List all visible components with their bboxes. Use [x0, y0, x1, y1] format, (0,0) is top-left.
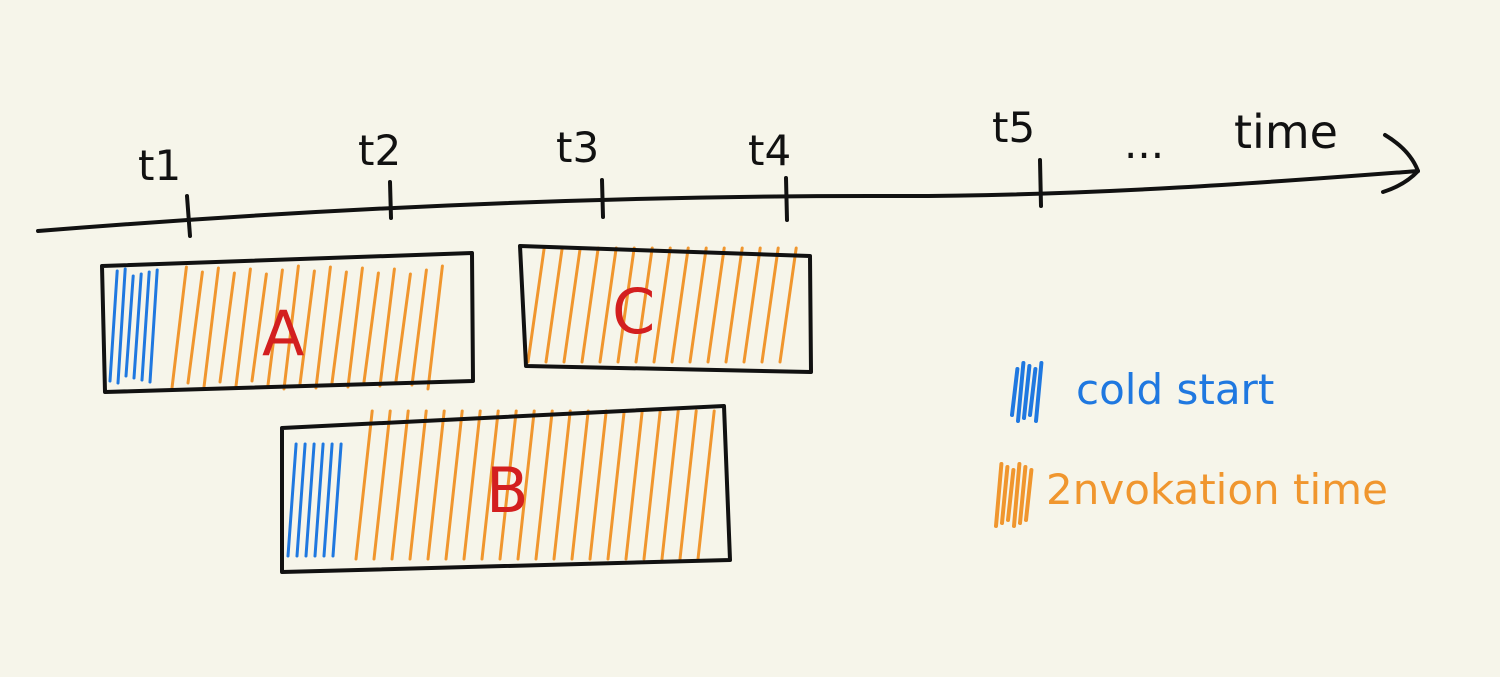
- block-b-outline: [280, 404, 732, 574]
- tick-label-t3: t3: [556, 123, 599, 172]
- block-b-invocation-hatch: [354, 409, 716, 561]
- block-b-cold-start-hatch: [286, 442, 343, 558]
- legend-swatch-cold-start: [1010, 361, 1044, 423]
- hatch-fills: [108, 246, 798, 561]
- tick-marks: [185, 158, 1043, 238]
- tick-mark-t5: [1038, 158, 1043, 208]
- block-a-label: A: [262, 297, 304, 370]
- tick-label-t4: t4: [748, 126, 791, 175]
- legend-cold-hatch: [1010, 361, 1044, 423]
- tick-mark-t1: [185, 194, 192, 238]
- legend-swatch-invocation: [994, 462, 1034, 528]
- legend-invocation-hatch: [994, 462, 1034, 528]
- block-c-outline: [518, 244, 813, 374]
- legend: cold start 2nvokation time: [994, 361, 1388, 528]
- arrow-head-icon: [1381, 133, 1420, 194]
- block-a-invocation-hatch: [170, 264, 444, 391]
- tick-mark-t4: [784, 176, 789, 222]
- legend-label-invocation: 2nvokation time: [1046, 465, 1388, 514]
- timeline-axis: [36, 169, 1420, 233]
- block-a-outline: [100, 251, 475, 394]
- block-b-label: B: [486, 454, 529, 527]
- tick-mark-t3: [600, 178, 605, 219]
- axis-label-time: time: [1234, 105, 1338, 159]
- block-a-cold-start-hatch: [108, 267, 159, 385]
- tick-label-t5: t5: [992, 103, 1035, 152]
- timeline-ellipsis: ...: [1124, 119, 1164, 168]
- tick-label-t1: t1: [138, 141, 181, 190]
- tick-mark-t2: [388, 180, 393, 220]
- block-c-label: C: [612, 275, 655, 348]
- legend-label-cold-start: cold start: [1076, 365, 1274, 414]
- block-c-invocation-hatch: [526, 246, 798, 364]
- tick-label-t2: t2: [358, 126, 401, 175]
